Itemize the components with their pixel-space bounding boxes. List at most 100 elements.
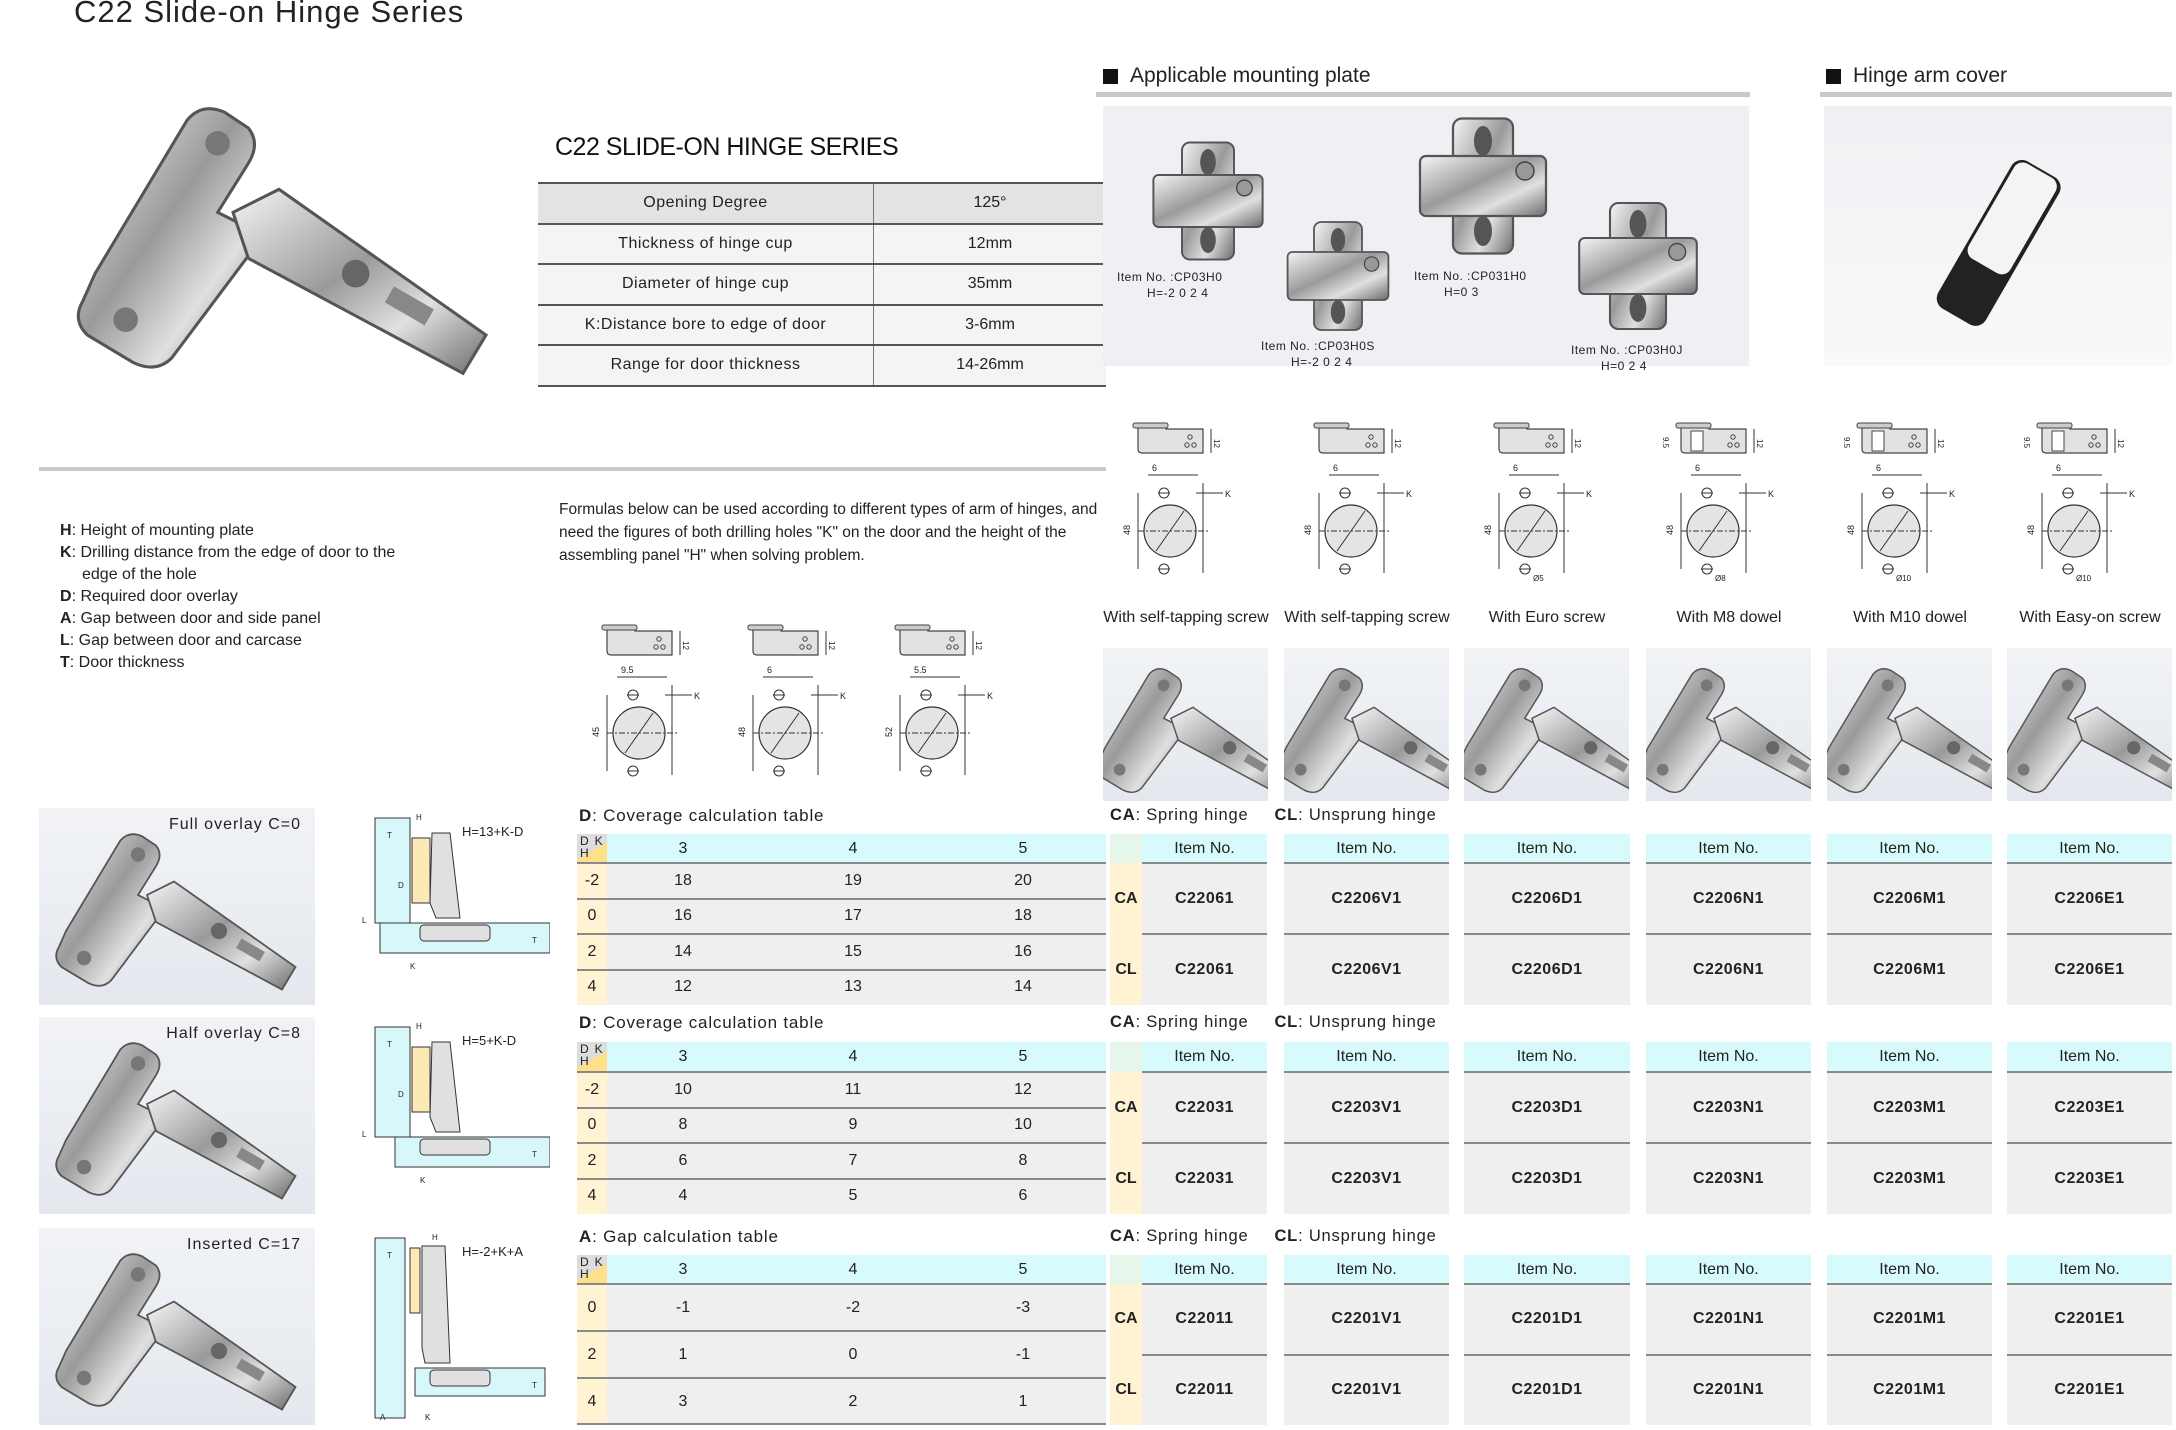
row-rule [1646,1071,1811,1073]
legend-item: L: Gap between door and carcase [60,632,302,649]
legend-key: H [60,522,72,539]
spec-label: Opening Degree [538,184,874,223]
dim-label-k: K [425,1413,431,1422]
overlay-label: Full overlay C=0 [168,816,301,833]
legend-text: Gap between door and side panel [80,610,321,627]
cl-key: CL [1274,1227,1299,1245]
cacl-header-cell [1110,834,1142,863]
h-value: 0 [587,1298,597,1316]
hole-spacing-label: 45 [591,727,601,737]
legend-text: Required door overlay [80,588,238,605]
hinge-cup-image [1096,668,1293,797]
h-value: 4 [587,978,597,996]
dim-label-t: T [387,831,392,840]
dim-label-h: H [416,813,422,822]
cl-text: : Unsprung hinge [1298,806,1437,824]
legend-text: Drilling distance from the edge of door … [80,544,396,561]
item-no-header: Item No. [2007,1255,2172,1284]
calc-header-row [577,834,1106,863]
k-label: K [987,691,993,701]
cl-item-code: C2206N1 [1646,935,1811,1005]
k-header: 3 [678,1048,688,1065]
arm-cover-heading: Hinge arm cover [1826,64,2007,88]
row-rule [1646,862,1811,864]
calc-value: 14 [1014,978,1032,996]
cl-item-code: C2201V1 [1284,1355,1449,1425]
item-no-header: Item No. [1464,1255,1630,1284]
calc-value: 0 [848,1345,858,1363]
ca-key: CA [1110,1227,1136,1245]
screw-hole-icon [653,644,659,650]
plate-profile [1318,424,1385,454]
cl-label: CL [1110,1354,1142,1425]
screw-hole-icon [1548,434,1554,440]
calc-value: -1 [1015,1345,1031,1363]
plate-h-values: H=0 2 4 [1601,359,1647,373]
corner-h: H [580,1054,589,1068]
screw-hole-icon [802,636,808,642]
dowel-height-label: 9.5 [1842,437,1851,449]
screw-hole-icon [1734,442,1740,448]
dim-label-t: T [532,1150,537,1159]
dim-label-l: L [362,1130,367,1139]
calc-value: 12 [1014,1080,1032,1098]
ca-item-code: C22011 [1142,1285,1267,1354]
calc-value: 15 [844,942,862,960]
legend-item: D: Required door overlay [60,588,238,605]
section-bar [1096,92,1750,97]
dim-label-t: T [387,1251,392,1260]
mounting-type-caption: With self-tapping screw [1284,609,1450,626]
k-label: K [1586,489,1592,499]
overlay-formula: H=13+K-D [462,824,523,839]
legend-item: H: Height of mounting plate [60,522,254,539]
row-rule [1142,1283,1267,1285]
row-rule [1284,862,1449,864]
calc-value: -2 [845,1298,861,1316]
k-label: K [1768,489,1774,499]
screw-hole-icon [1727,442,1733,448]
h-value: -2 [584,871,600,889]
legend-text: Door thickness [78,654,185,671]
cacl-header-cell [1110,1255,1142,1284]
screw-hole-icon [1365,442,1371,448]
arm-cover-panel [1824,106,2172,366]
plate-lip [894,624,931,631]
legend-key: K [60,544,72,561]
item-no-header: Item No. [1142,1042,1267,1072]
side-panel [374,1237,406,1419]
corner-k: K [594,1255,603,1269]
calc-value: 5 [848,1187,858,1205]
arm-cover-photo [1936,159,2061,326]
legend-item: T: Door thickness [60,654,185,671]
cl-text: : Unsprung hinge [1298,1227,1437,1245]
calc-value: 2 [848,1392,858,1410]
hinge-arm [429,1041,461,1133]
hinge-cup-image [1457,668,1654,797]
legend-key: L [60,632,70,649]
ca-text: : Spring hinge [1135,1013,1249,1031]
k-header: 5 [1018,839,1028,857]
ca-item-code: C2201D1 [1464,1285,1630,1354]
ca-item-code: C2206N1 [1646,864,1811,933]
plate-height-label: 12 [681,641,690,650]
section-bar [1820,92,2172,97]
dim-label-l: L [362,916,367,925]
row-rule [1284,1353,1449,1356]
row-rule [577,1106,1106,1109]
calc-value: 1 [1018,1392,1028,1410]
overlay-hinge-photo: Half overlay C=8 [39,1017,315,1214]
cup-product-photo [1096,648,1293,801]
screw-hole-icon [806,644,812,650]
k-label: K [2129,489,2135,499]
calc-value: 19 [844,871,862,889]
ca-key: CA [1110,1013,1136,1031]
corner-h: H [580,1267,589,1281]
cl-item-code: C2206D1 [1464,935,1630,1005]
